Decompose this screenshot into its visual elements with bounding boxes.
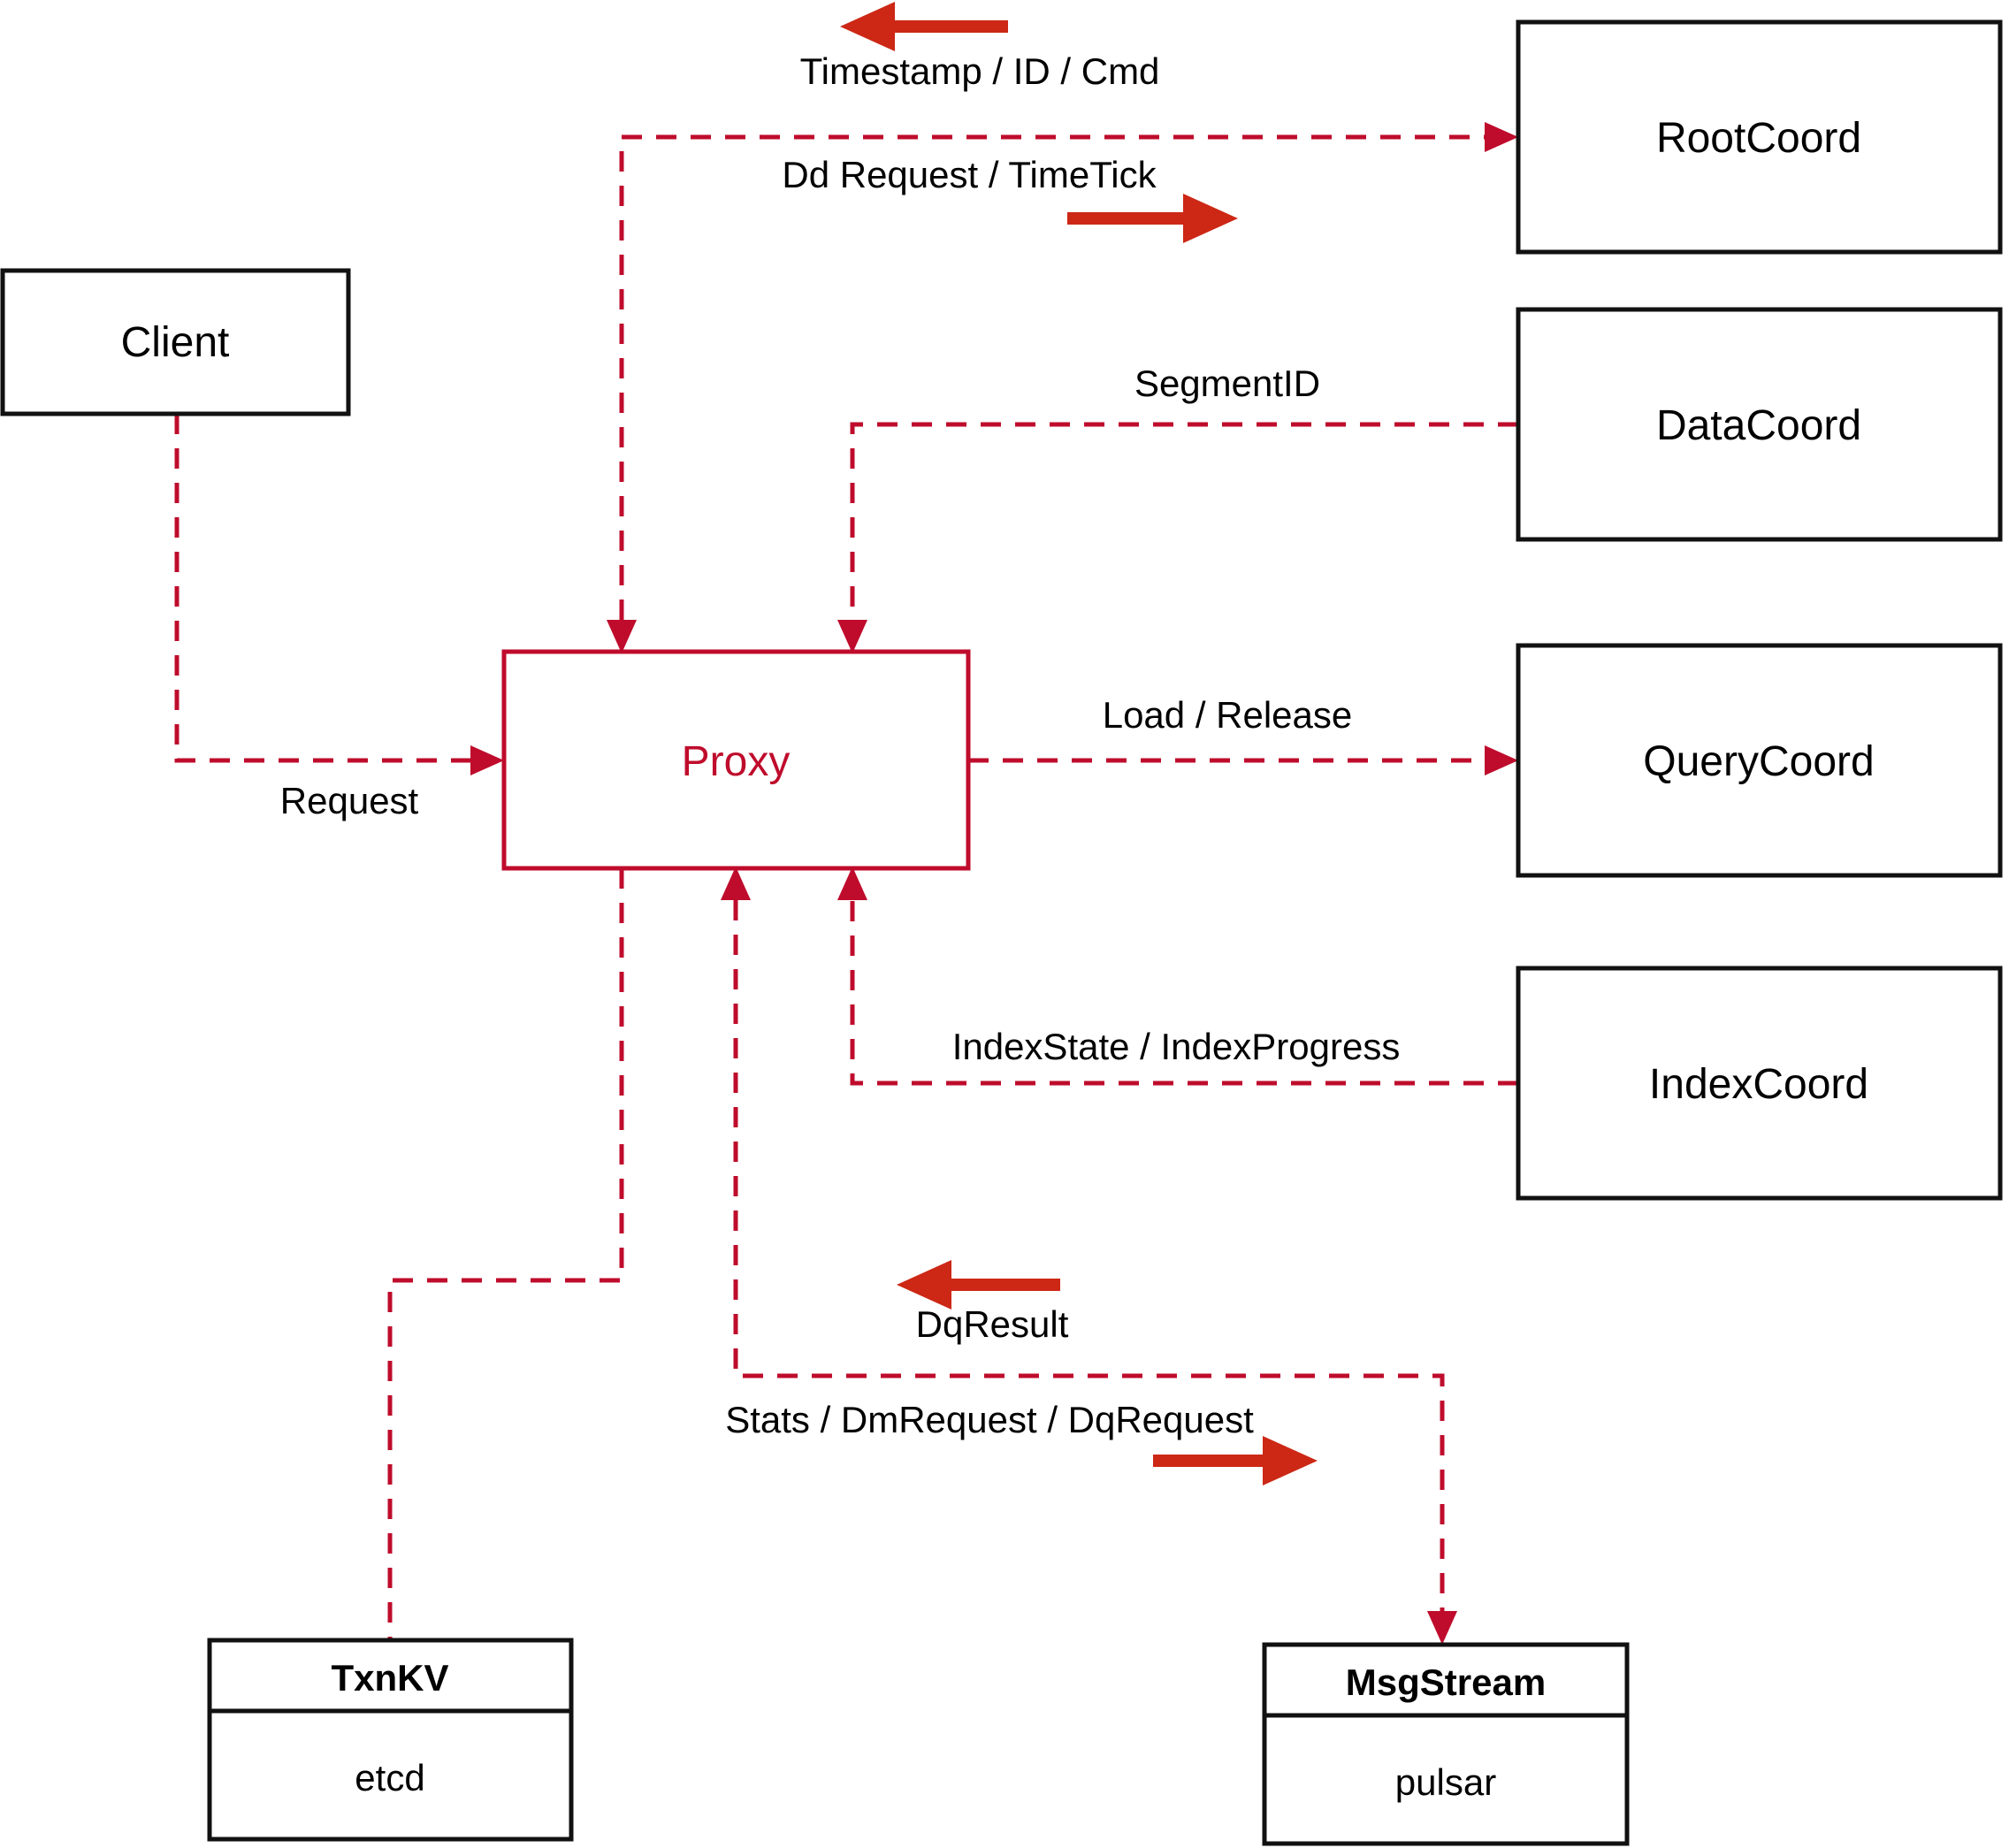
node-proxy: Proxy: [501, 649, 971, 871]
dq-result-direction-left-arrow-icon: [897, 1260, 1060, 1310]
timestamp-direction-left-arrow-icon: [840, 2, 1008, 51]
edge-datacoord-to-proxy: [850, 422, 1518, 620]
arrowhead-into-proxy-bottom-left-icon: [721, 867, 751, 900]
node-msgstream: MsgStream pulsar: [1262, 1642, 1630, 1846]
edge-proxy-msgstream: [733, 900, 1445, 1611]
txnkv-box: [207, 1638, 574, 1842]
edge-indexcoord-to-proxy: [850, 900, 1518, 1086]
txnkv-title: TxnKV: [331, 1657, 448, 1699]
msgstream-box: [1262, 1642, 1630, 1846]
txnkv-subtitle: etcd: [355, 1757, 424, 1798]
arrowhead-into-proxy-left-icon: [470, 745, 504, 775]
edge-label-segment-id: SegmentID: [1134, 363, 1320, 404]
arrowhead-into-proxy-top-right-icon: [837, 620, 867, 653]
msgstream-subtitle: pulsar: [1395, 1761, 1496, 1803]
node-txnkv: TxnKV etcd: [207, 1638, 574, 1842]
edge-proxy-rootcoord: [619, 134, 1485, 620]
querycoord-box: [1516, 643, 2003, 878]
rootcoord-box: [1516, 19, 2003, 255]
proxy-label: Proxy: [682, 738, 791, 785]
dd-request-direction-right-arrow-icon: [1067, 194, 1238, 243]
client-label: Client: [121, 319, 230, 366]
arrowhead-into-msgstream-icon: [1427, 1611, 1457, 1645]
rootcoord-label: RootCoord: [1656, 115, 1861, 162]
arrowhead-into-proxy-top-left-icon: [607, 620, 637, 653]
msgstream-title: MsgStream: [1346, 1661, 1546, 1703]
node-datacoord: DataCoord: [1516, 307, 2003, 542]
edge-client-to-proxy: [174, 414, 470, 763]
stats-direction-right-arrow-icon: [1153, 1436, 1318, 1485]
datacoord-label: DataCoord: [1656, 402, 1861, 449]
edge-label-dd-request: Dd Request / TimeTick: [782, 154, 1157, 195]
edge-proxy-to-txnkv: [387, 868, 624, 1640]
arrowhead-into-proxy-bottom-right-icon: [837, 867, 867, 900]
client-box: [0, 268, 351, 416]
indexcoord-label: IndexCoord: [1649, 1061, 1868, 1108]
datacoord-box: [1516, 307, 2003, 542]
node-querycoord: QueryCoord: [1516, 643, 2003, 878]
node-indexcoord: IndexCoord: [1516, 966, 2003, 1201]
proxy-box: [501, 649, 971, 871]
edge-label-load-release: Load / Release: [1103, 694, 1353, 736]
querycoord-label: QueryCoord: [1643, 738, 1874, 785]
node-rootcoord: RootCoord: [1516, 19, 2003, 255]
edge-label-dq-result: DqResult: [916, 1303, 1069, 1345]
edge-label-request: Request: [280, 780, 419, 821]
edge-label-timestamp: Timestamp / ID / Cmd: [800, 50, 1160, 92]
edge-label-index-state: IndexState / IndexProgress: [952, 1026, 1401, 1067]
edge-label-stats: Stats / DmRequest / DqRequest: [725, 1399, 1254, 1440]
indexcoord-box: [1516, 966, 2003, 1201]
arrowhead-into-querycoord-icon: [1485, 745, 1518, 775]
node-client: Client: [0, 268, 351, 416]
arrowhead-into-rootcoord-icon: [1485, 122, 1518, 152]
